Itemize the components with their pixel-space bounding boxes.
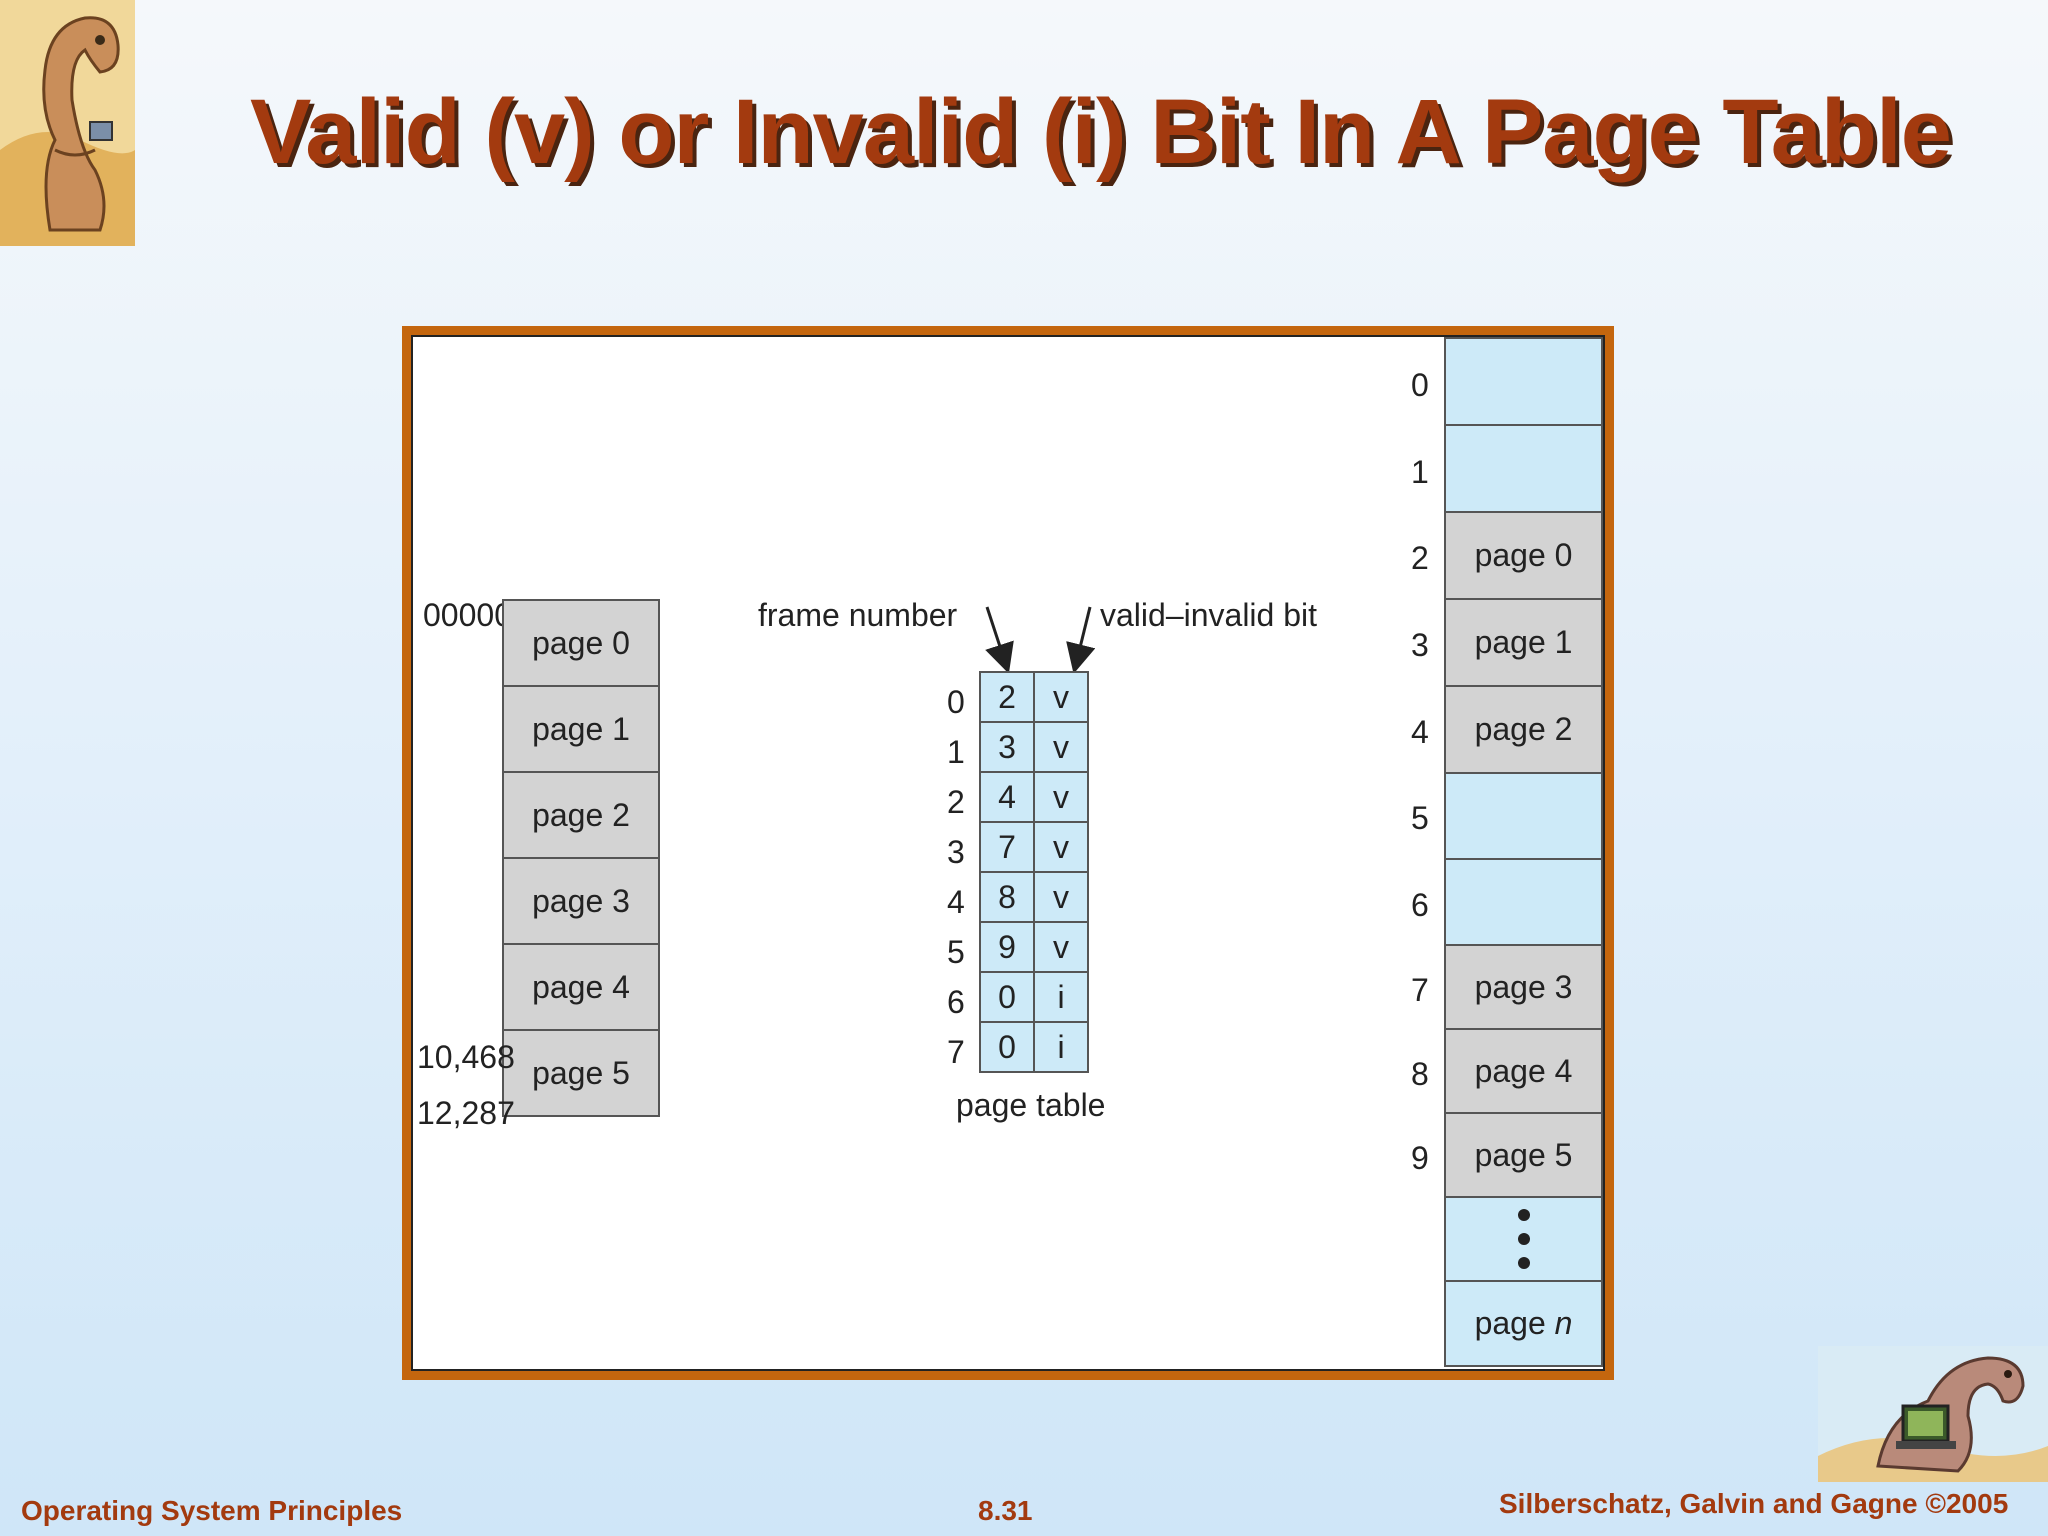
pt-frame-2: 4 bbox=[979, 771, 1035, 823]
logical-page-3: page 3 bbox=[502, 857, 660, 945]
logical-page-4: page 4 bbox=[502, 943, 660, 1031]
physical-frame-n: page n bbox=[1444, 1280, 1603, 1367]
pt-frame-1: 3 bbox=[979, 721, 1035, 773]
frame-index-1: 1 bbox=[1411, 454, 1429, 490]
physical-frame-9: page 5 bbox=[1444, 1112, 1603, 1198]
address-start: 00000 bbox=[423, 597, 512, 633]
frame-index-3: 3 bbox=[1411, 627, 1429, 663]
physical-frame-3: page 1 bbox=[1444, 598, 1603, 687]
vertical-ellipsis-icon bbox=[1517, 1209, 1530, 1269]
frame-index-8: 8 bbox=[1411, 1056, 1429, 1092]
physical-frame-0 bbox=[1444, 337, 1603, 426]
logical-page-0: page 0 bbox=[502, 599, 660, 687]
frame-index-9: 9 bbox=[1411, 1140, 1429, 1176]
pt-bit-2: v bbox=[1033, 771, 1089, 823]
frame-n-var: n bbox=[1554, 1305, 1573, 1341]
address-page5: 10,468 bbox=[417, 1039, 515, 1075]
frame-index-5: 5 bbox=[1411, 800, 1429, 836]
frame-number-arrow bbox=[985, 606, 1014, 674]
ellipsis-frame bbox=[1444, 1196, 1603, 1282]
pt-index-2: 2 bbox=[947, 784, 965, 820]
frame-index-4: 4 bbox=[1411, 714, 1429, 750]
figure-frame: 00000 page 0 page 1 page 2 page 3 page 4… bbox=[402, 326, 1614, 1380]
figure-canvas: 00000 page 0 page 1 page 2 page 3 page 4… bbox=[411, 335, 1605, 1371]
logical-page-1: page 1 bbox=[502, 685, 660, 773]
pt-index-4: 4 bbox=[947, 884, 965, 920]
footer-course: Operating System Principles bbox=[21, 1495, 403, 1526]
physical-frame-8: page 4 bbox=[1444, 1028, 1603, 1114]
footer-copyright: Silberschatz, Galvin and Gagne ©2005 bbox=[1499, 1488, 2009, 1519]
pt-index-6: 6 bbox=[947, 984, 965, 1020]
frame-index-7: 7 bbox=[1411, 972, 1429, 1008]
pt-bit-4: v bbox=[1033, 871, 1089, 923]
footer-slide-number: 8.31 bbox=[978, 1495, 1033, 1526]
pt-bit-1: v bbox=[1033, 721, 1089, 773]
logical-page-5: page 5 bbox=[502, 1029, 660, 1117]
pt-frame-6: 0 bbox=[979, 971, 1035, 1023]
physical-frame-1 bbox=[1444, 424, 1603, 513]
frame-index-2: 2 bbox=[1411, 540, 1429, 576]
pt-bit-6: i bbox=[1033, 971, 1089, 1023]
frame-number-label: frame number bbox=[758, 597, 958, 633]
logical-page-2: page 2 bbox=[502, 771, 660, 859]
address-end: 12,287 bbox=[417, 1095, 515, 1131]
pt-bit-7: i bbox=[1033, 1021, 1089, 1073]
frame-index-0: 0 bbox=[1411, 367, 1429, 403]
physical-frame-7: page 3 bbox=[1444, 944, 1603, 1030]
pt-frame-3: 7 bbox=[979, 821, 1035, 873]
pt-bit-3: v bbox=[1033, 821, 1089, 873]
pt-index-3: 3 bbox=[947, 834, 965, 870]
pt-frame-0: 2 bbox=[979, 671, 1035, 723]
pt-index-7: 7 bbox=[947, 1034, 965, 1070]
slide-title: Valid (v) or Invalid (i) Bit In A Page T… bbox=[250, 81, 1952, 183]
dinosaur-mascot-laptop-icon bbox=[1818, 1346, 2048, 1482]
pt-bit-5: v bbox=[1033, 921, 1089, 973]
valid-invalid-label: valid–invalid bit bbox=[1100, 597, 1318, 633]
physical-frame-2: page 0 bbox=[1444, 511, 1603, 600]
pt-frame-7: 0 bbox=[979, 1021, 1035, 1073]
physical-frame-5 bbox=[1444, 772, 1603, 860]
dinosaur-mascot-top-icon bbox=[0, 0, 135, 246]
pt-bit-0: v bbox=[1033, 671, 1089, 723]
page-table-label: page table bbox=[956, 1087, 1106, 1123]
frame-n-prefix: page bbox=[1474, 1305, 1546, 1341]
pt-index-0: 0 bbox=[947, 684, 965, 720]
pt-frame-4: 8 bbox=[979, 871, 1035, 923]
physical-frame-6 bbox=[1444, 858, 1603, 946]
frame-index-6: 6 bbox=[1411, 887, 1429, 923]
valid-invalid-arrow bbox=[1066, 606, 1096, 674]
pt-index-1: 1 bbox=[947, 734, 965, 770]
pt-frame-5: 9 bbox=[979, 921, 1035, 973]
pt-index-5: 5 bbox=[947, 934, 965, 970]
physical-frame-4: page 2 bbox=[1444, 685, 1603, 774]
